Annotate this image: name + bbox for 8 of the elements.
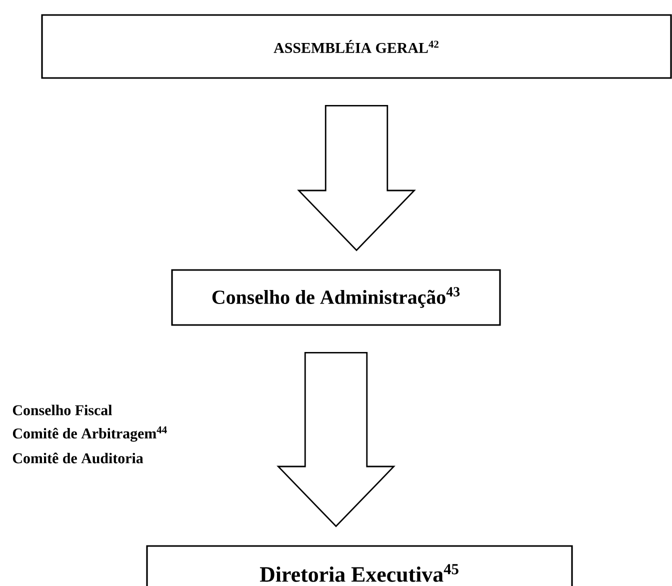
org-box: ASSEMBLÉIA GERAL$^{42}$ xyxy=(41,14,672,79)
org-box: Conselho de Administração$^{43}$ xyxy=(171,269,501,326)
block-arrow xyxy=(276,352,396,528)
committee-label: Comitê de Arbitragem$^{44}$ xyxy=(12,426,167,442)
committee-label: Conselho Fiscal xyxy=(12,404,112,416)
committee-label: Comitê de Auditoria xyxy=(12,452,144,464)
block-arrow xyxy=(297,105,416,252)
org-box: Diretoria Executiva$^{45}$ xyxy=(146,545,573,586)
